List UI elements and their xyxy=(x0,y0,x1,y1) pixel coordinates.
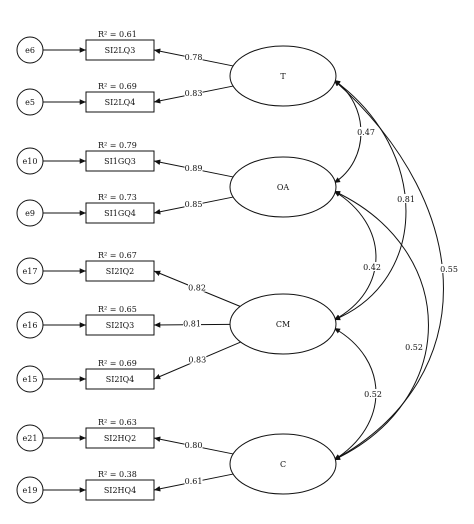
r-squared-label: R² = 0.79 xyxy=(98,141,137,150)
loading-label-bg xyxy=(184,51,203,61)
indicator-label: SI2LQ3 xyxy=(105,46,136,55)
error-term-label: e21 xyxy=(23,434,38,443)
error-term-e15 xyxy=(16,365,44,393)
loading-label: 0.83 xyxy=(185,89,203,98)
indicator-label: SI2IQ3 xyxy=(106,321,135,330)
loading-label-bg xyxy=(184,88,203,98)
error-term-e16 xyxy=(16,311,44,339)
loading-label: 0.78 xyxy=(185,53,203,62)
correlation-label: 0.52 xyxy=(405,343,423,352)
correlation-label-bg xyxy=(405,342,423,351)
error-term-e17 xyxy=(16,257,44,285)
correlation-curve xyxy=(333,79,407,321)
loading-label-bg xyxy=(183,318,202,328)
error-term-label: e10 xyxy=(23,157,38,166)
error-term-e10 xyxy=(16,147,44,175)
latent-factor-cm xyxy=(229,293,337,355)
correlation-label-bg xyxy=(363,262,381,271)
indicator-box-si2hq4 xyxy=(85,479,155,501)
correlation-label: 0.81 xyxy=(397,195,415,204)
loading-label-bg xyxy=(184,199,203,209)
loading-label: 0.89 xyxy=(185,164,203,173)
loading-label: 0.61 xyxy=(185,477,203,486)
latent-factor-c xyxy=(229,433,337,495)
correlation-label: 0.52 xyxy=(364,390,382,399)
latent-factor-label: CM xyxy=(276,320,290,329)
indicator-label: SI2IQ4 xyxy=(106,375,135,384)
error-term-e21 xyxy=(16,424,44,452)
error-term-label: e17 xyxy=(23,267,38,276)
loading-label-bg xyxy=(188,282,207,292)
indicator-label: SI2HQ4 xyxy=(104,486,136,495)
indicator-box-si2iq3 xyxy=(85,314,155,336)
loading-label-bg xyxy=(184,476,203,486)
indicator-label: SI2IQ2 xyxy=(106,267,135,276)
loading-label-bg xyxy=(184,162,203,172)
correlation-curve xyxy=(333,79,444,461)
error-term-label: e9 xyxy=(25,209,35,218)
correlation-curve xyxy=(333,190,377,321)
indicator-label: SI1GQ4 xyxy=(104,209,136,218)
error-term-label: e5 xyxy=(25,98,35,107)
error-term-e6 xyxy=(16,36,44,64)
indicator-label: SI2LQ4 xyxy=(105,98,136,107)
latent-factor-label: OA xyxy=(277,183,290,192)
error-term-label: e16 xyxy=(23,321,38,330)
error-term-e19 xyxy=(16,476,44,504)
correlation-curve xyxy=(333,190,429,461)
loading-label: 0.80 xyxy=(185,441,203,450)
correlation-label-bg xyxy=(364,389,382,398)
r-squared-label: R² = 0.69 xyxy=(98,359,137,368)
loading-label: 0.82 xyxy=(188,284,206,293)
latent-factor-oa xyxy=(229,156,337,218)
r-squared-label: R² = 0.67 xyxy=(98,251,137,260)
loading-label: 0.81 xyxy=(183,320,201,329)
loading-label-bg xyxy=(188,354,207,364)
error-term-label: e19 xyxy=(23,486,38,495)
correlation-label-bg xyxy=(357,127,375,136)
indicator-box-si2lq4 xyxy=(85,91,155,113)
error-term-label: e6 xyxy=(25,46,35,55)
loading-label: 0.83 xyxy=(188,356,206,365)
error-term-e5 xyxy=(16,88,44,116)
r-squared-label: R² = 0.73 xyxy=(98,193,137,202)
latent-factor-label: T xyxy=(280,72,286,81)
indicator-box-si2hq2 xyxy=(85,427,155,449)
error-term-e9 xyxy=(16,199,44,227)
indicator-label: SI2HQ2 xyxy=(104,434,136,443)
error-term-label: e15 xyxy=(23,375,38,384)
correlation-label: 0.42 xyxy=(363,263,381,272)
r-squared-label: R² = 0.69 xyxy=(98,82,137,91)
correlation-label-bg xyxy=(397,194,415,203)
nodes-layer: e6 e5 e10 e9 e17 e16 e15 e21 e19 T OA CM C SI2LQ3SI2L… xyxy=(16,36,337,504)
indicator-box-si1gq4 xyxy=(85,202,155,224)
r-squared-label: R² = 0.63 xyxy=(98,418,137,427)
indicator-box-si1gq3 xyxy=(85,150,155,172)
r-squared-label: R² = 0.38 xyxy=(98,470,137,479)
correlation-label: 0.47 xyxy=(357,128,375,137)
r-squared-label: R² = 0.61 xyxy=(98,30,137,39)
latent-factor-label: C xyxy=(280,460,286,469)
indicator-label: SI1GQ3 xyxy=(104,157,136,166)
correlation-label: 0.55 xyxy=(440,265,458,274)
loading-label-bg xyxy=(184,439,203,449)
indicator-box-si2lq3 xyxy=(85,39,155,61)
indicator-box-si2iq2 xyxy=(85,260,155,282)
latent-factor-t xyxy=(229,45,337,107)
r-squared-label: R² = 0.65 xyxy=(98,305,137,314)
correlation-label-bg xyxy=(440,264,458,273)
indicator-box-si2iq4 xyxy=(85,368,155,390)
loading-label: 0.85 xyxy=(185,200,203,209)
